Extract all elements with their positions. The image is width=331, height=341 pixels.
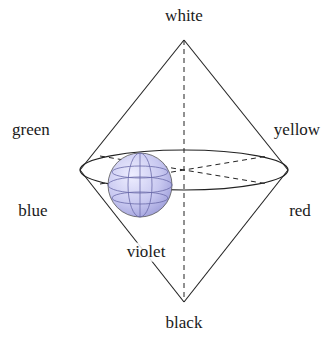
color-label: blue <box>18 202 47 221</box>
color-label: yellow <box>274 121 320 140</box>
color-label: violet <box>126 243 167 262</box>
sphere <box>108 153 172 217</box>
color-label: red <box>289 202 311 221</box>
color-label: black <box>166 314 203 333</box>
hidden-axes <box>100 40 268 302</box>
color-label: green <box>12 121 50 140</box>
color-label: white <box>165 7 203 26</box>
cone-outline <box>80 40 288 302</box>
